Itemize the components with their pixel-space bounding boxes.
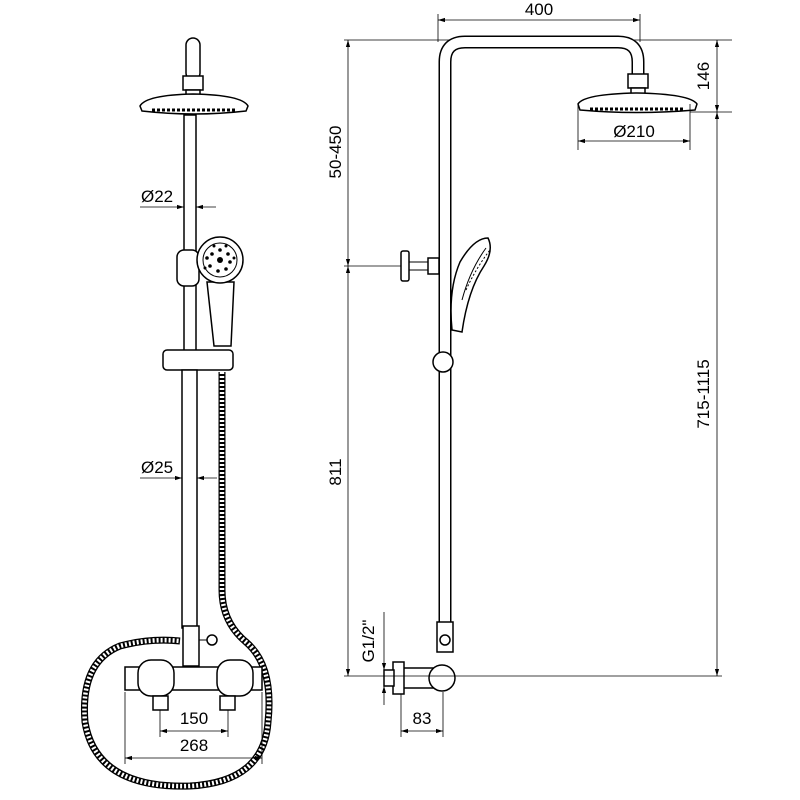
dim-mixer-width: 268 (124, 736, 262, 761)
label-head-diameter: Ø210 (613, 122, 655, 141)
label-arm-reach: 400 (525, 0, 553, 19)
top-arm (185, 37, 201, 81)
thermostatic-mixer (124, 659, 263, 711)
label-inlet-thread: G1/2" (359, 620, 378, 663)
dim-upper-pipe-diameter: Ø22 (140, 187, 216, 210)
head-connector (182, 75, 204, 91)
label-lower-pipe-diameter: Ø25 (141, 458, 173, 477)
riser-pipe (438, 35, 645, 650)
dim-total-height-range: 715-1115 (694, 112, 720, 676)
slider-bar-mount (162, 349, 234, 371)
dim-inlet-thread: G1/2" (359, 612, 387, 705)
hand-shower (196, 236, 244, 347)
side-head-connector (627, 73, 649, 89)
shower-hose (80, 372, 273, 790)
label-bracket-range: 50-450 (326, 126, 345, 179)
side-hand-shower (450, 237, 491, 333)
dim-head-diameter: Ø210 (577, 104, 691, 150)
side-view: 400 Ø210 146 (326, 0, 732, 737)
dim-bracket-height: 811 (326, 266, 351, 676)
label-mixer-width: 268 (180, 736, 208, 755)
side-slider-knob (432, 351, 454, 373)
side-overhead-shower-head (577, 92, 698, 114)
dim-valve-spacing: 150 (160, 709, 228, 734)
dim-bracket-range: 50-450 (326, 40, 351, 266)
label-total-height-range: 715-1115 (694, 359, 713, 428)
front-view: Ø22 Ø25 (80, 37, 273, 790)
dim-wall-offset: 83 (400, 692, 444, 737)
side-diverter (436, 621, 454, 653)
wall-bracket (344, 250, 440, 282)
dim-arm-reach: 400 (437, 0, 641, 42)
lower-pipe (181, 369, 198, 629)
side-mixer (383, 661, 456, 695)
upper-pipe (183, 114, 197, 356)
label-upper-pipe-diameter: Ø22 (141, 187, 173, 206)
dim-lower-pipe-diameter: Ø25 (140, 458, 217, 481)
hand-shower-holder (176, 249, 200, 287)
label-wall-offset: 83 (413, 709, 432, 728)
label-valve-spacing: 150 (180, 709, 208, 728)
label-head-height: 146 (694, 62, 713, 90)
diverter (182, 625, 218, 667)
overhead-shower-head (139, 93, 249, 115)
label-bracket-height: 811 (326, 458, 345, 485)
dim-head-height: 146 (694, 40, 720, 112)
